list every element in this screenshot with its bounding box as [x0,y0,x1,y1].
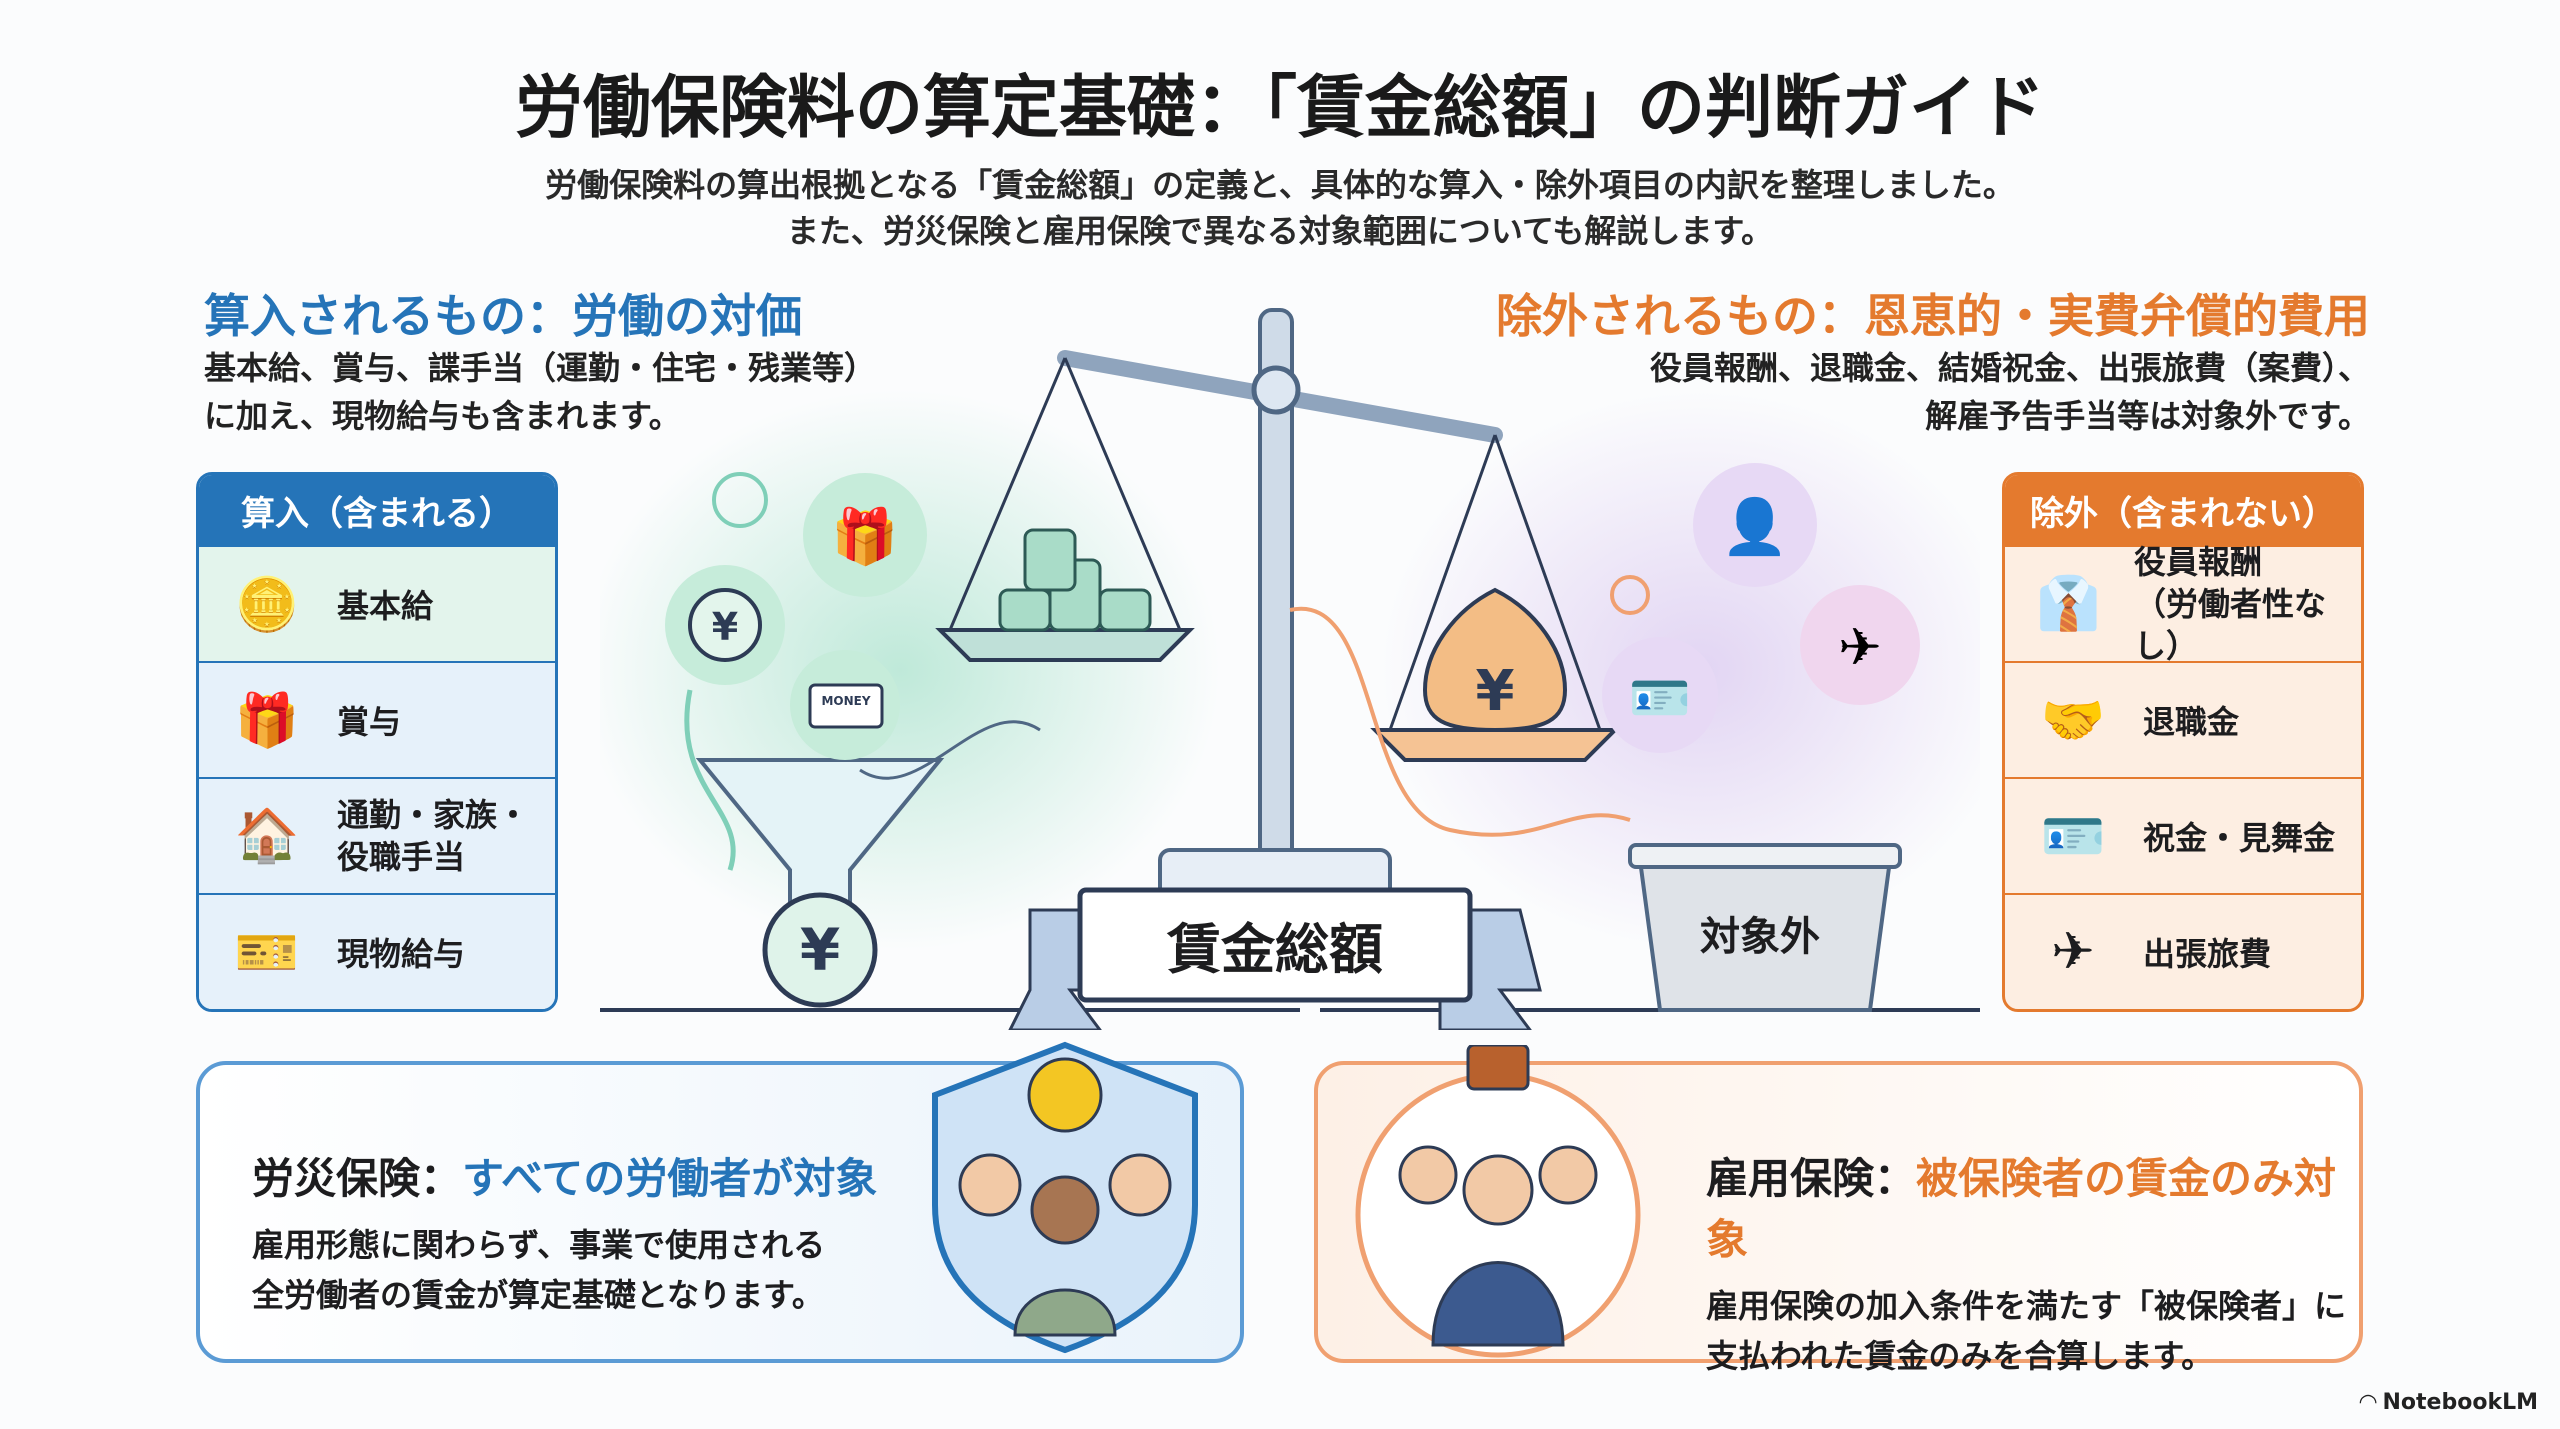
subtitle-line-1: 労働保険料の算出根拠となる「賃金総額」の定義と、具体的な算入・除外項目の内訳を整… [545,166,2015,204]
rosai-title-prefix: 労災保険： [252,1154,463,1203]
list-item: 🪪 祝金・見舞金 [2005,777,2361,893]
excluded-desc-line: 役員報酬、退職金、結婚祝金、出張旅費（案費）、 [1649,349,2370,387]
koyo-title-prefix: 雇用保険： [1706,1154,1917,1203]
airplane-icon: ✈ [2051,922,2095,982]
list-item: 🪙 基本給 [199,545,555,661]
item-label: 祝金・見舞金 [2143,819,2336,857]
rosai-desc-line: 全労働者の賃金が算定基礎となります。 [252,1276,824,1314]
item-label: 通勤・家族・ 役職手当 [337,796,530,876]
yen-coin-icon [762,892,878,1008]
scale-pivot [1251,365,1301,415]
handshake-icon: 🤝 [2040,690,2106,751]
total-wage-banner-label: 賃金総額 [1166,918,1383,981]
workers-shield-illustration [932,1041,1198,1354]
card-bubble [1602,637,1718,753]
yen-bubble-symbol: ¥ [712,605,738,649]
list-item: 🎁 賞与 [199,661,555,777]
included-desc-line: に加え、現物給与も含まれます。 [204,397,681,435]
excluded-desc-line: 解雇予告手当等は対象外です。 [1925,397,2370,435]
koyo-desc-line: 雇用保険の加入条件を満たす「被保険者」に [1706,1287,2347,1325]
included-heading: 算入されるもの：労働の対価 [204,289,802,343]
gift-icon: 🎁 [234,690,300,751]
executive-bubble [1693,463,1817,587]
travel-bubble [1800,585,1920,705]
card-icon: 🪪 [2040,806,2106,867]
notebooklm-watermark: ◠NotebookLM [2360,1390,2538,1415]
excluded-box-title: 除外（含まれない） [2005,475,2361,545]
item-label: 出張旅費 [2143,935,2272,973]
balance-scale-illustration: ¥ ¥ ¥ 🎁 MONEY 👤 🪪 ✈ 対象外 賃金総額 [600,308,1980,1030]
coins-icon: 🪙 [234,574,300,635]
included-box-title: 算入（含まれる） [199,475,555,545]
house-car-icon: 🏠 [234,806,300,866]
list-item: 🎫 現物給与 [199,893,555,1009]
koyo-desc-line: 支払われた賃金のみを合算します。 [1706,1337,2214,1375]
employees-illustration [1355,1045,1641,1358]
list-item: 🏠 通勤・家族・ 役職手当 [199,777,555,893]
left-pan [935,628,1195,662]
airplane-icon: ✈ [1838,618,1882,678]
item-label: 賞与 [337,703,402,741]
yen-coin-symbol: ¥ [800,916,840,984]
koyo-desc: 雇用保険の加入条件を満たす「被保険者」に支払われた賃金のみを合算します。 [1706,1281,2359,1381]
gift-icon: 🎁 [831,505,898,568]
rosai-desc: 雇用形態に関わらず、事業で使用される全労働者の賃金が算定基礎となります。 [252,1220,877,1320]
rosai-card: 労災保険：すべての労働者が対象 雇用形態に関わらず、事業で使用される全労働者の賃… [196,1041,1244,1363]
money-bag-icon [1422,587,1568,733]
included-box: 算入（含まれる） 🪙 基本給 🎁 賞与 🏠 通勤・家族・ 役職手当 🎫 現物給与 [196,472,558,1012]
executive-icon: 👤 [1721,495,1788,558]
included-desc-line: 基本給、賞与、諜手当（運勤・住宅・残業等） [204,349,877,387]
rosai-title-highlight: すべての労働者が対象 [462,1154,878,1203]
gift-bubble [803,473,927,597]
total-wage-banner [1077,887,1473,1003]
list-item: 🤝 退職金 [2005,661,2361,777]
koyo-title-highlight: 被保険者の賃金のみ対象 [1706,1154,2337,1264]
item-label: 役員報酬 （労働者性なし） [2133,543,2326,665]
card-icon: 🪪 [1629,669,1691,727]
executive-icon: 👔 [2036,574,2101,634]
notebooklm-logo-icon: ◠ [2359,1390,2377,1415]
item-label: 基本給 [337,587,434,625]
watermark-text: NotebookLM [2382,1390,2538,1415]
excluded-desc: 役員報酬、退職金、結婚祝金、出張旅費（案費）、 解雇予告手当等は対象外です。 [1650,344,2370,440]
page-title: 労働保険料の算定基礎：「賃金総額」の判断ガイド [514,69,2045,148]
item-label: 現物給与 [337,935,466,973]
coins-stack-icon [998,528,1152,632]
excluded-bin-label: 対象外 [1700,914,1820,960]
excluded-heading: 除外されるもの：恩恵的・実費弁償的費用 [1496,289,2370,343]
excluded-box: 除外（含まれない） 👔 役員報酬 （労働者性なし） 🤝 退職金 🪪 祝金・見舞金 ✈ 出… [2002,472,2364,1012]
item-label: 退職金 [2143,703,2240,741]
rosai-desc-line: 雇用形態に関わらず、事業で使用される [252,1226,826,1264]
right-pan [1370,728,1620,762]
koyo-title: 雇用保険：被保険者の賃金のみ対象 [1706,1145,2359,1267]
list-item: ✈ 出張旅費 [2005,893,2361,1009]
list-item: 👔 役員報酬 （労働者性なし） [2005,543,2361,665]
ticket-label: MONEY [821,694,870,708]
rosai-title: 労災保険：すべての労働者が対象 [252,1145,877,1206]
money-bag-yen: ¥ [1476,659,1515,724]
money-ticket-icon: 🎫 [234,922,300,983]
included-desc: 基本給、賞与、諜手当（運勤・住宅・残業等） に加え、現物給与も含まれます。 [204,344,876,440]
subtitle-line-2: また、労災保険と雇用保険で異なる対象範囲についても解説します。 [786,212,1774,250]
koyo-card: 雇用保険：被保険者の賃金のみ対象 雇用保険の加入条件を満たす「被保険者」に支払わ… [1314,1045,2363,1375]
